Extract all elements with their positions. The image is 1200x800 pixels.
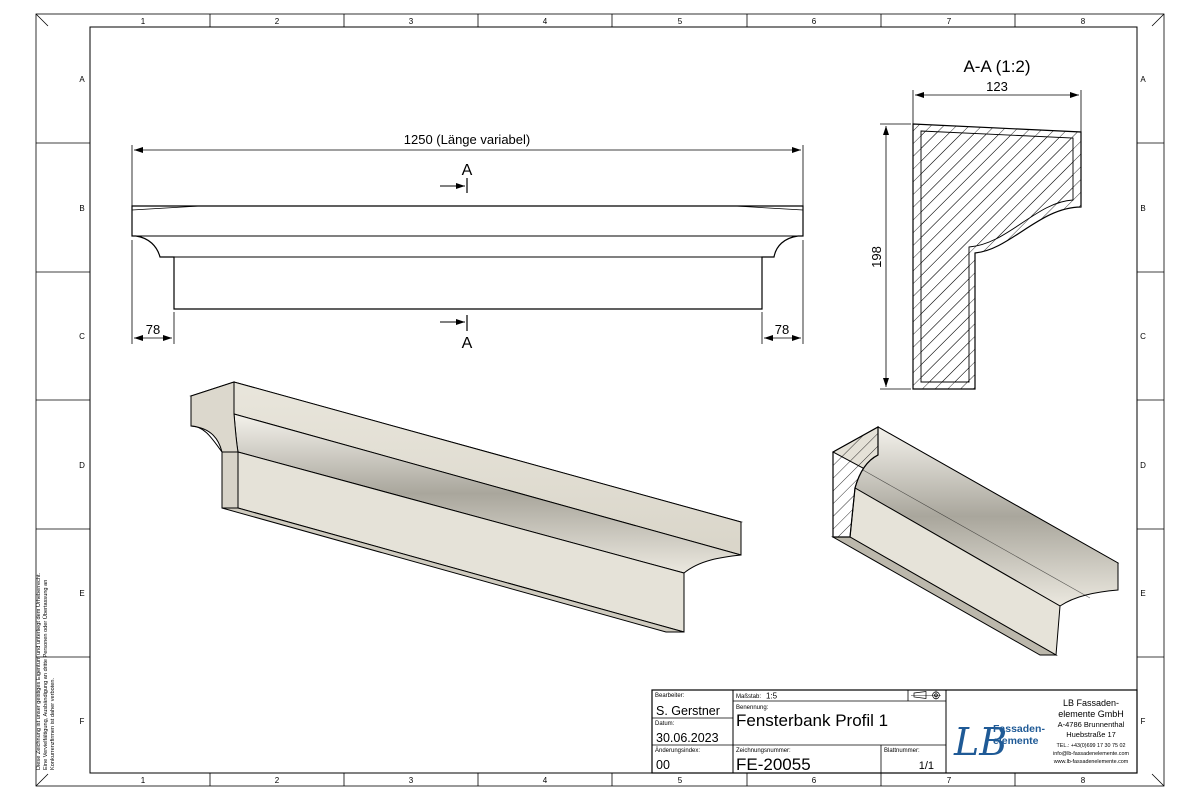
company-name-line1: LB Fassaden- (1063, 698, 1119, 708)
zone-column-label: 1 (141, 776, 146, 785)
company-logo-letters: LB (953, 720, 1007, 764)
datum-value: 30.06.2023 (656, 731, 719, 745)
zone-row-label: D (1140, 461, 1146, 470)
section-width-dimension: 123 (986, 79, 1008, 94)
bearbeiter-value: S. Gerstner (656, 704, 720, 718)
section-title: A-A (1:2) (963, 57, 1030, 76)
zone-column-label: 2 (275, 17, 280, 26)
massstab-value: 1:5 (766, 692, 778, 701)
length-dimension: 1250 (Länge variabel) (404, 132, 530, 147)
company-phone: TEL.: +43(0)699 17 30 75 02 (1056, 743, 1125, 749)
massstab-caption: Maßstab: (736, 694, 761, 700)
zone-column-label: 7 (947, 17, 952, 26)
bearbeiter-caption: Bearbeiter: (655, 693, 685, 699)
company-logo-line2: elemente (993, 735, 1039, 747)
zone-column-label: 8 (1081, 776, 1086, 785)
zone-column-label: 4 (543, 776, 548, 785)
zeichnungsnummer-caption: Zeichnungsnummer: (736, 748, 791, 754)
zone-row-label: E (1140, 589, 1145, 598)
zone-row-label: F (80, 717, 85, 726)
zone-column-label: 6 (812, 17, 817, 26)
benennung-value: Fensterbank Profil 1 (736, 711, 888, 730)
aenderung-value: 00 (656, 758, 670, 772)
projection-symbol-icon (911, 690, 941, 700)
company-address-line1: A-4786 Brunnenthal (1058, 720, 1125, 729)
zone-column-label: 5 (678, 17, 683, 26)
title-block: Bearbeiter: S. Gerstner Datum: 30.06.202… (651, 689, 1138, 774)
company-logo-line1: Fassaden- (993, 723, 1045, 735)
section-marker-bottom: A (462, 335, 473, 352)
isometric-view-right (831, 425, 1120, 656)
zone-column-label: 3 (409, 17, 414, 26)
aenderung-caption: Änderungsindex: (655, 747, 700, 754)
zone-row-label: B (1140, 204, 1145, 213)
zone-column-label: 6 (812, 776, 817, 785)
company-address: LB Fassaden- elemente GmbH A-4786 Brunne… (1053, 698, 1130, 765)
zone-column-label: 1 (141, 17, 146, 26)
zone-row-label: E (79, 589, 84, 598)
zone-column-label: 3 (409, 776, 414, 785)
section-height-dimension: 198 (869, 246, 884, 268)
right-overhang-dimension: 78 (775, 322, 789, 337)
company-web: www.lb-fassadenelemente.com (1053, 759, 1129, 765)
copyright-note-line: Konkurrenzfirmen ist daher verboten. (50, 677, 56, 770)
company-email: info@lb-fassadenelemente.com (1053, 751, 1129, 757)
company-logo: LB Fassaden- elemente (953, 720, 1045, 764)
zone-row-label: A (1140, 75, 1146, 84)
zone-row-label: F (1141, 717, 1146, 726)
zone-row-label: D (79, 461, 85, 470)
blattnummer-caption: Blattnummer: (884, 748, 920, 754)
zone-column-label: 7 (947, 776, 952, 785)
copyright-note: Diese Zeichnung ist unser geistiges Eige… (36, 510, 57, 770)
isometric-view-left (189, 381, 743, 633)
zone-column-label: 4 (543, 17, 548, 26)
section-view: A-A (1:2) 123 198 (869, 57, 1082, 390)
copyright-note-line: Diese Zeichnung ist unser geistiges Eige… (36, 572, 42, 770)
blattnummer-value: 1/1 (919, 760, 934, 772)
zone-row-label: A (79, 75, 85, 84)
zone-column-label: 8 (1081, 17, 1086, 26)
copyright-note-line: Eine Vervielfältigung, Ausbändigung an d… (43, 579, 49, 770)
zone-row-label: C (79, 332, 85, 341)
section-marker-top: A (462, 162, 473, 179)
company-address-line2: Huebstraße 17 (1066, 730, 1116, 739)
datum-caption: Datum: (655, 721, 675, 727)
benennung-caption: Benennung: (736, 705, 769, 711)
zone-row-label: B (79, 204, 84, 213)
left-overhang-dimension: 78 (146, 322, 160, 337)
zone-row-label: C (1140, 332, 1146, 341)
company-name-line2: elemente GmbH (1058, 709, 1124, 719)
front-view: 1250 (Länge variabel) A A 78 78 (131, 132, 804, 352)
zone-column-label: 5 (678, 776, 683, 785)
zeichnungsnummer-value: FE-20055 (736, 755, 811, 774)
zone-column-label: 2 (275, 776, 280, 785)
